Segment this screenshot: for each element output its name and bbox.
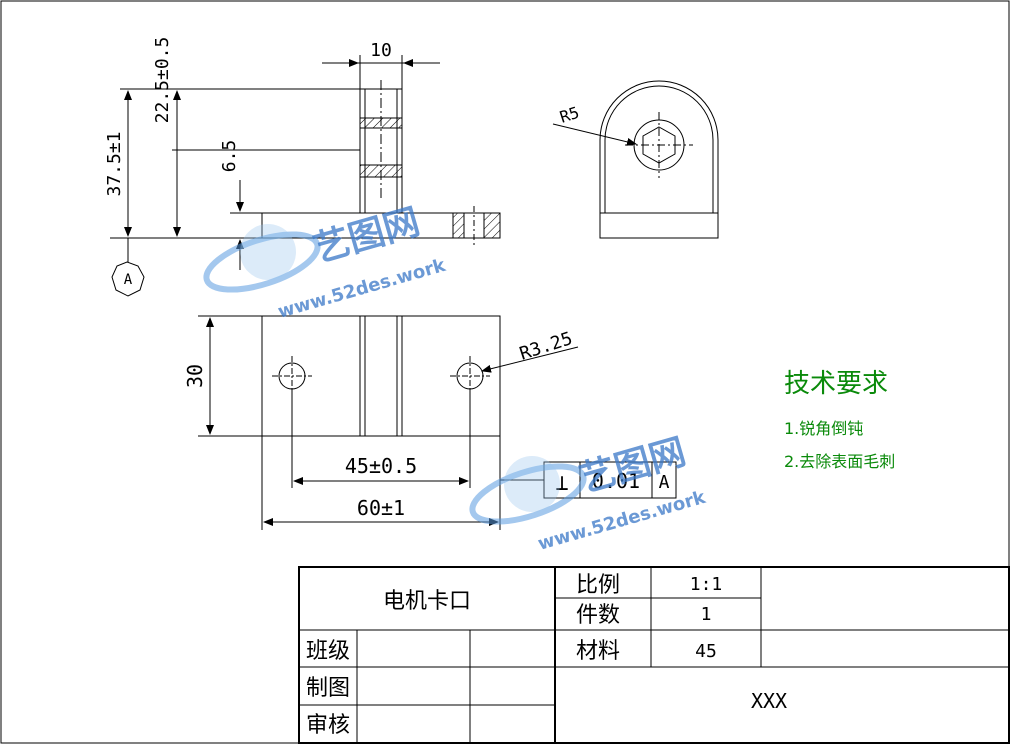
- dim-6-5: 6.5: [219, 140, 240, 173]
- dim-r3-25: R3.25: [517, 328, 575, 365]
- class-label: 班级: [306, 639, 350, 664]
- dim-22-5: 22.5±0.5: [152, 37, 173, 124]
- company-name: XXX: [751, 689, 787, 713]
- scale-value: 1:1: [690, 574, 723, 595]
- material-value: 45: [695, 641, 717, 662]
- check-label: 审核: [306, 713, 350, 738]
- dim-10: 10: [370, 40, 392, 61]
- title-block: [298, 566, 1010, 744]
- dim-60: 60±1: [357, 496, 405, 520]
- dim-30: 30: [183, 364, 207, 388]
- top-view-dims: [206, 317, 579, 526]
- tolerance-datum: A: [659, 472, 670, 493]
- dim-37-5: 37.5±1: [104, 131, 125, 196]
- top-view: [198, 315, 501, 530]
- material-label: 材料: [576, 639, 620, 664]
- front-view: [110, 55, 501, 245]
- perpendicularity-icon: ⊥: [555, 471, 568, 496]
- tech-title: 技术要求: [784, 369, 888, 399]
- watermark-url-2: www.52des.work: [536, 487, 709, 555]
- side-view: [552, 80, 719, 239]
- datum-a-label: A: [124, 272, 133, 288]
- tech-item-2: 2.去除表面毛刺: [784, 452, 895, 471]
- tolerance-value: 0.01: [592, 469, 640, 493]
- tech-item-1: 1.锐角倒钝: [784, 419, 863, 438]
- qty-value: 1: [701, 604, 712, 625]
- dim-45: 45±0.5: [345, 454, 417, 478]
- watermark-2: 艺图网 www.52des.work: [469, 431, 709, 555]
- part-name: 电机卡口: [383, 589, 471, 614]
- front-view-dims: [111, 59, 440, 297]
- scale-label: 比例: [576, 573, 620, 598]
- drawn-label: 制图: [306, 676, 350, 701]
- watermark-logo-1: 艺图网: [309, 201, 424, 270]
- dim-r5: R5: [557, 103, 581, 127]
- watermark-1: 艺图网 www.52des.work: [203, 201, 449, 323]
- qty-label: 件数: [576, 603, 620, 628]
